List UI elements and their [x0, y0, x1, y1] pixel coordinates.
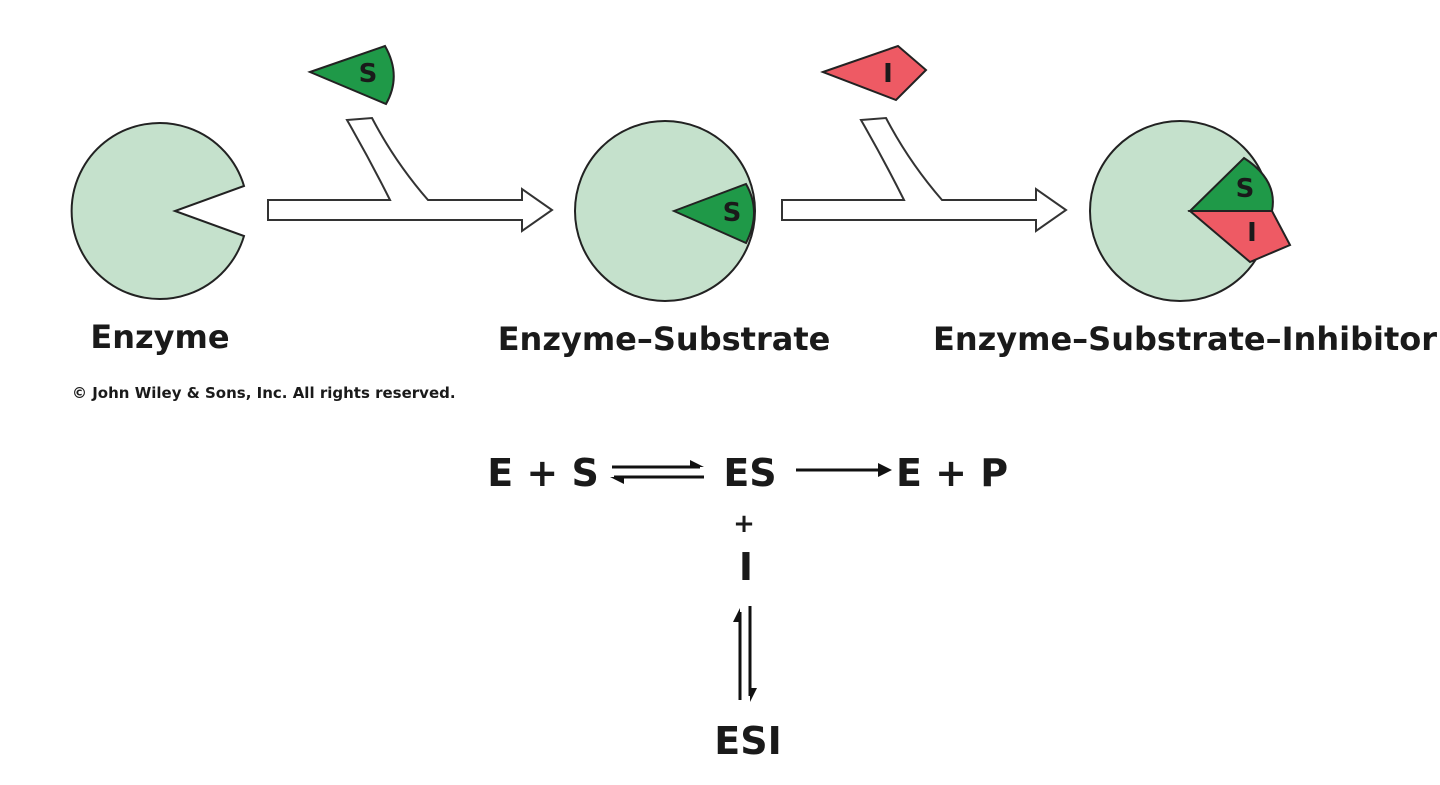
copyright-notice: © John Wiley & Sons, Inc. All rights res…	[72, 384, 456, 402]
caption-enzyme-substrate: Enzyme–Substrate	[498, 320, 831, 358]
equilibrium-arrow-horizontal	[610, 460, 704, 484]
scheme-complex-esi: ESI	[714, 719, 781, 763]
esi-substrate-label: S	[1236, 174, 1255, 204]
caption-enzyme: Enzyme	[90, 318, 229, 356]
scheme-reactants: E + S	[487, 451, 599, 495]
free-inhibitor-shape: I	[820, 44, 928, 102]
scheme-products: E + P	[896, 451, 1008, 495]
enzyme-substrate-complex: S	[574, 120, 756, 302]
esi-inhibitor-shape	[1187, 210, 1292, 264]
esi-substrate-shape	[1187, 156, 1274, 212]
free-enzyme-shape	[70, 122, 246, 300]
enzyme-substrate-enzyme-shape	[574, 120, 756, 302]
bound-substrate-shape	[671, 182, 755, 245]
free-substrate-shape: S	[307, 44, 395, 106]
caption-enzyme-substrate-inhibitor: Enzyme–Substrate–Inhibitor	[933, 320, 1437, 358]
scheme-plus: +	[733, 509, 755, 539]
free-substrate-label: S	[359, 59, 378, 89]
free-inhibitor-label: I	[883, 59, 893, 89]
binding-arrow-2	[781, 116, 1068, 233]
esi-inhibitor-label: I	[1247, 218, 1257, 248]
forward-arrow	[796, 463, 892, 477]
scheme-complex-es: ES	[723, 451, 776, 495]
enzyme-substrate-inhibitor-complex: S I	[1089, 120, 1292, 302]
scheme-inhibitor: I	[739, 545, 753, 589]
bound-substrate-label: S	[723, 198, 742, 228]
binding-arrow-1	[267, 116, 554, 233]
equilibrium-arrow-vertical	[733, 606, 757, 702]
